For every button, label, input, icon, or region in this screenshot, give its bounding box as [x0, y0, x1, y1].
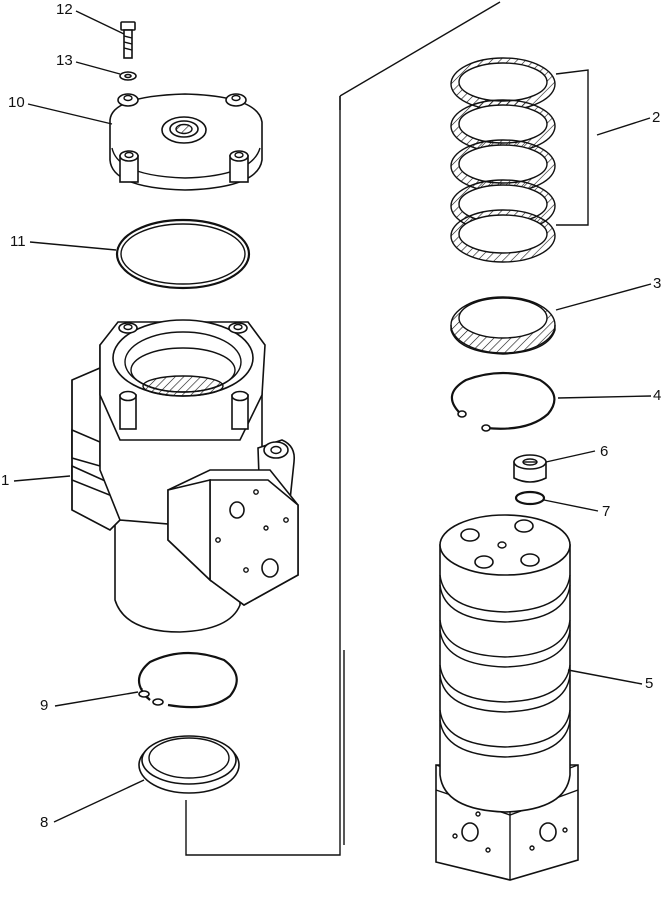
leader-1 — [13, 475, 71, 482]
callout-2: 2 — [652, 109, 661, 126]
callout-3: 3 — [653, 275, 662, 292]
plug-part-6 — [513, 454, 547, 483]
callout-12: 12 — [56, 1, 73, 18]
leader-8 — [53, 779, 145, 823]
leader-lines — [13, 10, 652, 823]
leader-5 — [567, 669, 643, 685]
wear-ring-part-3 — [450, 296, 556, 355]
callout-4: 4 — [653, 387, 662, 404]
cover-part-10 — [109, 93, 263, 191]
snap-ring-part-9 — [137, 651, 238, 709]
callout-11: 11 — [10, 233, 26, 250]
o-ring-part-11 — [115, 218, 251, 290]
snap-ring-part-4 — [450, 371, 556, 432]
seal-rings-part-2 — [450, 57, 589, 263]
leader-11 — [29, 241, 117, 251]
callout-10: 10 — [8, 94, 25, 111]
o-ring-part-7 — [514, 490, 546, 506]
leader-13 — [75, 61, 121, 75]
callout-8: 8 — [40, 814, 49, 831]
callout-7: 7 — [602, 503, 611, 520]
leader-2 — [596, 117, 651, 136]
callout-1: 1 — [1, 472, 10, 489]
ring-part-8 — [138, 735, 240, 794]
rotor-part-5 — [435, 514, 579, 881]
callout-13: 13 — [56, 52, 73, 69]
leader-10 — [27, 103, 113, 125]
swivel-body-part-1 — [71, 319, 299, 633]
leader-3 — [555, 283, 652, 311]
washer-part-13 — [119, 71, 137, 81]
callout-9: 9 — [40, 697, 49, 714]
callout-5: 5 — [645, 675, 654, 692]
leader-4 — [557, 395, 652, 399]
bolt-part-12 — [120, 21, 136, 59]
leader-7 — [543, 499, 599, 512]
leader-12 — [75, 10, 125, 35]
leader-6 — [545, 450, 596, 463]
section-lines — [185, 1, 501, 856]
callout-6: 6 — [600, 443, 609, 460]
leader-9 — [54, 691, 139, 707]
